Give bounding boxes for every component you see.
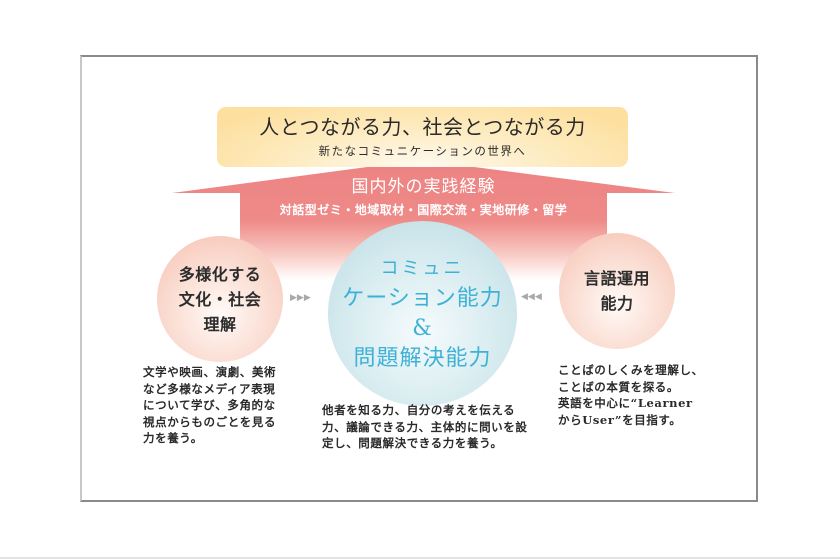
circle-label-line: 言語運用 [583,269,650,288]
description-line: 力、議論できる力、主体的に問いを設 [322,419,528,434]
description-line: ことばのしくみを理解し、 [558,363,704,377]
description-line: 力を養う。 [143,431,203,445]
description-line: 文学や映画、演劇、美術 [143,365,277,379]
description-line: 視点からものごとを見る [143,414,277,429]
description-line: からUser”を目指す。 [558,412,682,427]
description-line: ことばの本質を探る。 [558,379,679,394]
language-ability-circle: 言語運用 能力 [559,233,675,349]
communication-problem-solving-circle: コミュニ ケーション能力 & 問題解決能力 [328,221,517,406]
description-line: について学び、多角的な [143,398,276,412]
right-description: ことばのしくみを理解し、 ことばの本質を探る。 英語を中心に“Learner か… [558,362,704,428]
top-banner: 人とつながる力、社会とつながる力 新たなコミュニケーションの世界へ [217,107,628,167]
right-pointing-triangles-icon: ▶▶▶ [290,293,311,303]
description-line: 他者を知る力、自分の考えを伝える [322,403,516,417]
circle-label-line: 理解 [203,314,237,334]
center-label-line: 問題解決能力 [353,345,492,371]
ampersand: & [412,315,433,341]
description-line: 英語を中心に“Learner [558,396,693,410]
center-description: 他者を知る力、自分の考えを伝える 力、議論できる力、主体的に問いを設 定し、問題… [322,402,527,452]
description-line: 定し、問題解決できる力を養う。 [322,436,503,450]
left-pointing-triangles-icon: ◀◀◀ [521,292,542,302]
circle-label-line: 能力 [600,294,634,313]
left-description: 文学や映画、演劇、美術 など多様なメディア表現 について学び、多角的な 視点から… [143,364,276,447]
arrow-subtitle: 対話型ゼミ・地域取材・国際交流・実地研修・留学 [279,203,568,217]
top-banner-subtitle: 新たなコミュニケーションの世界へ [318,144,527,158]
culture-society-circle: 多様化する 文化・社会 理解 [157,236,283,362]
center-label-line: ケーション能力 [342,285,503,311]
top-banner-title: 人とつながる力、社会とつながる力 [259,115,586,139]
circle-label-line: 文化・社会 [178,289,262,309]
bottom-divider [0,557,840,559]
description-line: など多様なメディア表現 [143,381,276,396]
center-label-line: コミュニ [380,257,465,279]
circle-label-line: 多様化する [178,264,262,284]
arrow-title: 国内外の実践経験 [351,177,496,197]
